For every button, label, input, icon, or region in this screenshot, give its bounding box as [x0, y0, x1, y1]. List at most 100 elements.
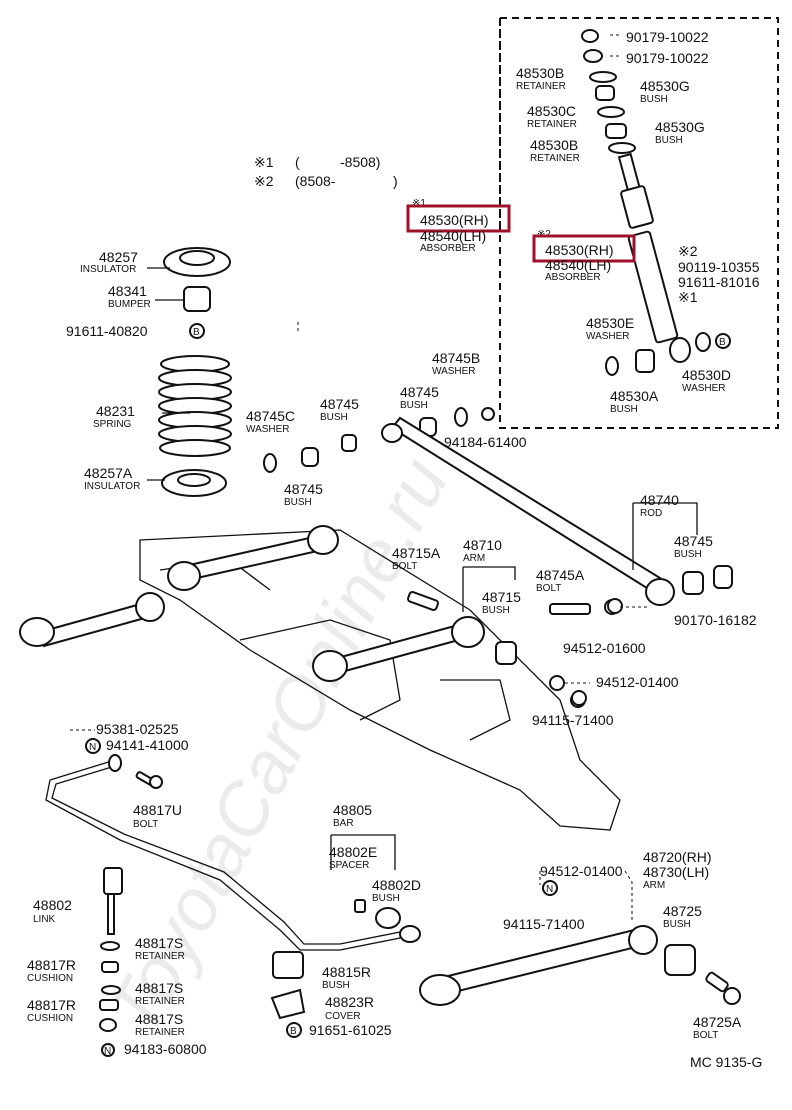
lower-control-arm: N [419, 880, 741, 1006]
name-48715: BUSH [482, 605, 510, 616]
label-90179-b: 90179-10022 [626, 50, 709, 66]
abs1-mark: ※1 [412, 198, 426, 209]
name-48745-d: BUSH [674, 549, 702, 560]
label-48745-d: 48745 [674, 533, 713, 549]
label-95381: 95381-02525 [96, 721, 179, 737]
name-48817S-a: RETAINER [135, 951, 185, 962]
legend-row2-range: (8508- [295, 173, 336, 189]
shock-absorber-1 [617, 152, 654, 229]
name-48530D: WASHER [682, 383, 726, 394]
label-48715: 48715 [482, 589, 521, 605]
name-48725: BUSH [663, 919, 691, 930]
legend-row1-mark: ※1 [254, 154, 274, 170]
svg-text:N: N [546, 884, 553, 895]
name-48823R: COVER [325, 1011, 361, 1022]
name-48720: ARM [643, 880, 665, 891]
label-91611-b: 91611-81016 [678, 274, 760, 290]
name-48745-b: BUSH [284, 497, 312, 508]
label-48815R: 48815R [322, 964, 371, 980]
label-94512-a: 94512-01600 [563, 640, 646, 656]
absorber-lower-hardware [605, 332, 711, 376]
label-48720-rh: 48720(RH) [643, 849, 711, 865]
label-48745A: 48745A [536, 567, 585, 583]
label-90119: 90119-10355 [678, 259, 760, 275]
svg-text:B: B [193, 327, 200, 338]
label-48817S-c: 48817S [135, 1011, 183, 1027]
label-48740: 48740 [640, 492, 679, 508]
abs2-name: ABSORBER [545, 272, 601, 283]
svg-text:B: B [719, 337, 726, 348]
abs2-rh: 48530(RH) [545, 242, 613, 258]
label-48341: 48341 [108, 283, 147, 299]
highlight-absorber-1 [406, 204, 511, 233]
abs1-rh: 48530(RH) [420, 212, 488, 228]
label-48530C: 48530C [527, 103, 576, 119]
label-48231: 48231 [96, 403, 135, 419]
label-48257A: 48257A [84, 465, 133, 481]
label-48730-lh: 48730(LH) [643, 864, 709, 880]
name-48530B-2: RETAINER [530, 153, 580, 164]
svg-text:N: N [104, 1046, 111, 1057]
legend-row1-range: -8508) [340, 154, 380, 170]
label-48530E: 48530E [586, 315, 634, 331]
legend-row2-mark: ※2 [254, 173, 274, 189]
abs1-name: ABSORBER [420, 243, 476, 254]
label-48817R-a: 48817R [27, 957, 76, 973]
label-48530G-2: 48530G [655, 119, 705, 135]
name-48745C: WASHER [246, 424, 290, 435]
name-48817U: BOLT [133, 819, 158, 830]
label-48745-b: 48745 [284, 481, 323, 497]
name-48805: BAR [333, 818, 354, 829]
name-48745-c: BUSH [400, 400, 428, 411]
shock-absorber-2 [627, 230, 691, 363]
name-48802E: SPACER [329, 860, 369, 871]
name-48530E: WASHER [586, 331, 630, 342]
name-48817R-a: CUSHION [27, 973, 73, 984]
name-48817S-c: RETAINER [135, 1027, 185, 1038]
label-48805: 48805 [333, 802, 372, 818]
label-91651: 91651-61025 [309, 1022, 392, 1038]
label-48802D: 48802D [372, 877, 421, 893]
name-48231: SPRING [93, 419, 132, 430]
label-48530B-2: 48530B [530, 137, 578, 153]
highlight-absorber-2 [532, 234, 636, 263]
coil-spring-stack: B [158, 247, 232, 497]
label-48725: 48725 [663, 903, 702, 919]
name-48745-a: BUSH [320, 412, 348, 423]
mark-91611-b: ※1 [678, 289, 698, 305]
label-48817S-a: 48817S [135, 935, 183, 951]
label-48530B-1: 48530B [516, 65, 564, 81]
name-48530G-2: BUSH [655, 135, 683, 146]
name-48341: BUMPER [108, 299, 151, 310]
label-48530G-1: 48530G [640, 78, 690, 94]
label-48745B: 48745B [432, 350, 480, 366]
name-48740: ROD [640, 508, 662, 519]
label-48817U: 48817U [133, 802, 182, 818]
legend-row2-close: ) [393, 173, 398, 189]
name-48817R-b: CUSHION [27, 1013, 73, 1024]
label-48745C: 48745C [246, 408, 295, 424]
name-48715A: BOLT [392, 561, 417, 572]
abs1-lh: 48540(LH) [420, 228, 486, 244]
absorber-group-box [499, 17, 779, 429]
label-48715A: 48715A [392, 545, 441, 561]
label-94115-a: 94115-71400 [532, 712, 614, 728]
label-48257: 48257 [99, 249, 138, 265]
label-90179-a: 90179-10022 [626, 29, 709, 45]
lateral-rod [381, 416, 733, 606]
name-48802D: BUSH [372, 893, 400, 904]
name-48802: LINK [33, 914, 56, 925]
name-48257: INSULATOR [80, 264, 136, 275]
svg-text:B: B [290, 1026, 297, 1037]
name-48725A: BOLT [693, 1030, 718, 1041]
mark-90119: ※2 [678, 243, 698, 259]
label-48530D: 48530D [682, 367, 731, 383]
label-48823R: 48823R [325, 994, 374, 1010]
name-48530A: BUSH [610, 404, 638, 415]
name-48257A: INSULATOR [84, 481, 140, 492]
label-90170: 90170-16182 [674, 612, 757, 628]
absorber-top-hardware [581, 29, 636, 154]
label-48817S-b: 48817S [135, 980, 183, 996]
label-94115-b: 94115-71400 [503, 916, 585, 932]
label-48802: 48802 [33, 897, 72, 913]
